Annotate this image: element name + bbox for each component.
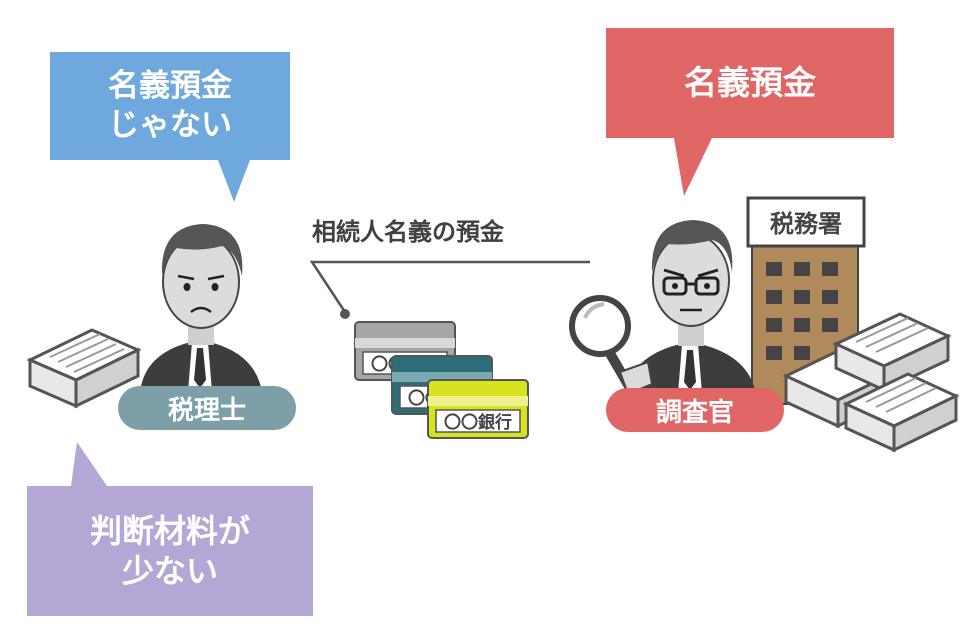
role-label-tax-accountant: 税理士 — [118, 386, 296, 430]
bank-card-yellow: 〇〇銀行 — [427, 379, 529, 439]
speech-bubble-little-evidence: 判断材料が 少ない — [27, 442, 313, 616]
speech-bubble-not-nominal-deposit: 名義預金 じゃない — [50, 52, 290, 202]
connector-line — [309, 260, 590, 313]
connector-dot — [340, 309, 350, 319]
role-label-investigator: 調査官 — [606, 388, 784, 432]
magnifying-glass-icon — [569, 295, 635, 393]
tax-accountant-figure — [140, 224, 262, 392]
tax-office-building: 税務署 — [746, 196, 866, 405]
tax-office-sign: 税務署 — [770, 210, 842, 238]
speech-bubble-tail — [71, 442, 107, 486]
speech-line: 名義預金 — [684, 63, 816, 103]
speech-bubble-tail — [218, 160, 250, 202]
speech-line: 判断材料が — [89, 512, 250, 550]
card-label-teal: 〇〇銀行 — [408, 388, 476, 409]
speech-line: 少ない — [121, 552, 218, 590]
speech-bubble-tail — [674, 138, 712, 196]
bank-card-gray: 〇〇銀行 — [354, 321, 456, 381]
card-label-yellow: 〇〇銀行 — [444, 412, 512, 433]
bank-card-teal: 〇〇銀行 — [391, 355, 493, 415]
speech-line: じゃない — [108, 107, 232, 143]
investigator-figure — [618, 220, 756, 396]
speech-line: 名義預金 — [108, 68, 232, 105]
speech-bubble-nominal-deposit: 名義預金 — [606, 28, 894, 196]
deposit-caption: 相続人名義の預金 — [312, 218, 504, 246]
document-stacks-icon — [782, 312, 960, 453]
card-label-gray: 〇〇銀行 — [371, 354, 439, 375]
